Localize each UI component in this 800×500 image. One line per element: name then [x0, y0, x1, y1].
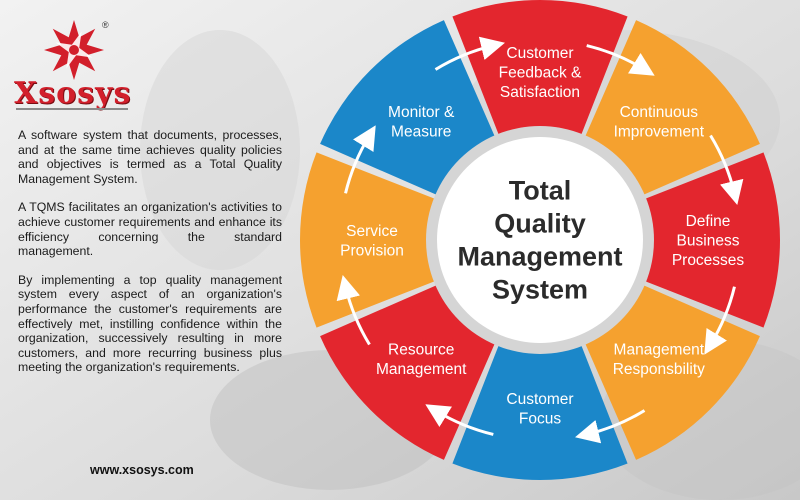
- segment-label-line: Satisfaction: [500, 84, 580, 101]
- cycle-arrows: [336, 36, 744, 444]
- cycle-arrow-icon: [575, 409, 646, 444]
- xsosys-logo[interactable]: ® Xsosys: [14, 18, 144, 111]
- center-title-line: Total: [509, 176, 572, 206]
- segment-label-line: Management: [614, 342, 705, 359]
- segment-label-line: Improvement: [614, 123, 705, 140]
- segment-label-line: Management: [376, 361, 467, 378]
- segment-label-line: Measure: [391, 123, 451, 140]
- segment-label-line: Processes: [672, 252, 745, 269]
- cycle-arrow-icon: [586, 44, 655, 76]
- segment-label-line: Monitor &: [388, 104, 455, 121]
- segment-label-line: Feedback &: [499, 65, 582, 82]
- segment-label-line: Business: [677, 233, 740, 250]
- website-link[interactable]: www.xsosys.com: [90, 463, 194, 477]
- segment-label-line: Resource: [388, 342, 454, 359]
- segment-label-6: Monitor & Measure: [388, 104, 455, 140]
- segment-1: [644, 152, 780, 328]
- registered-mark: ®: [102, 20, 109, 30]
- segment-7: [452, 0, 628, 136]
- cycle-arrow-icon: [709, 134, 744, 205]
- star-logo-icon: [44, 20, 104, 80]
- center-title-line: Management: [457, 242, 622, 272]
- segment-label-line: Responsbility: [613, 361, 705, 378]
- cycle-arrow-icon: [336, 275, 371, 346]
- logo-underline: [16, 108, 128, 110]
- segment-label-line: Continuous: [620, 104, 699, 121]
- cycle-arrow-icon: [434, 36, 505, 71]
- segment-label-line: Service: [346, 223, 398, 240]
- center-circle: [437, 137, 643, 343]
- segment-label-line: Customer: [506, 391, 573, 408]
- paragraph-tqms: A TQMS facilitates an organization's act…: [18, 200, 282, 259]
- paragraph-definition: A software system that documents, proces…: [18, 128, 282, 186]
- segment-label-line: Provision: [340, 242, 404, 259]
- center-title-line: Quality: [494, 209, 586, 239]
- cycle-arrow-icon: [704, 286, 736, 355]
- center-title-line: System: [492, 275, 588, 305]
- cycle-segments: [299, 0, 780, 480]
- segment-5: [299, 152, 436, 328]
- segment-label-line: Define: [686, 213, 731, 230]
- segment-label-line: Customer: [506, 45, 573, 62]
- description-text: A software system that documents, proces…: [18, 128, 282, 389]
- cycle-arrow-icon: [425, 404, 494, 436]
- brand-name: Xsosys: [14, 76, 132, 111]
- paragraph-benefits: By implementing a top quality management…: [18, 272, 282, 375]
- cycle-arrow-icon: [344, 125, 376, 194]
- segment-3: [452, 344, 628, 480]
- segment-label-line: Focus: [519, 410, 561, 427]
